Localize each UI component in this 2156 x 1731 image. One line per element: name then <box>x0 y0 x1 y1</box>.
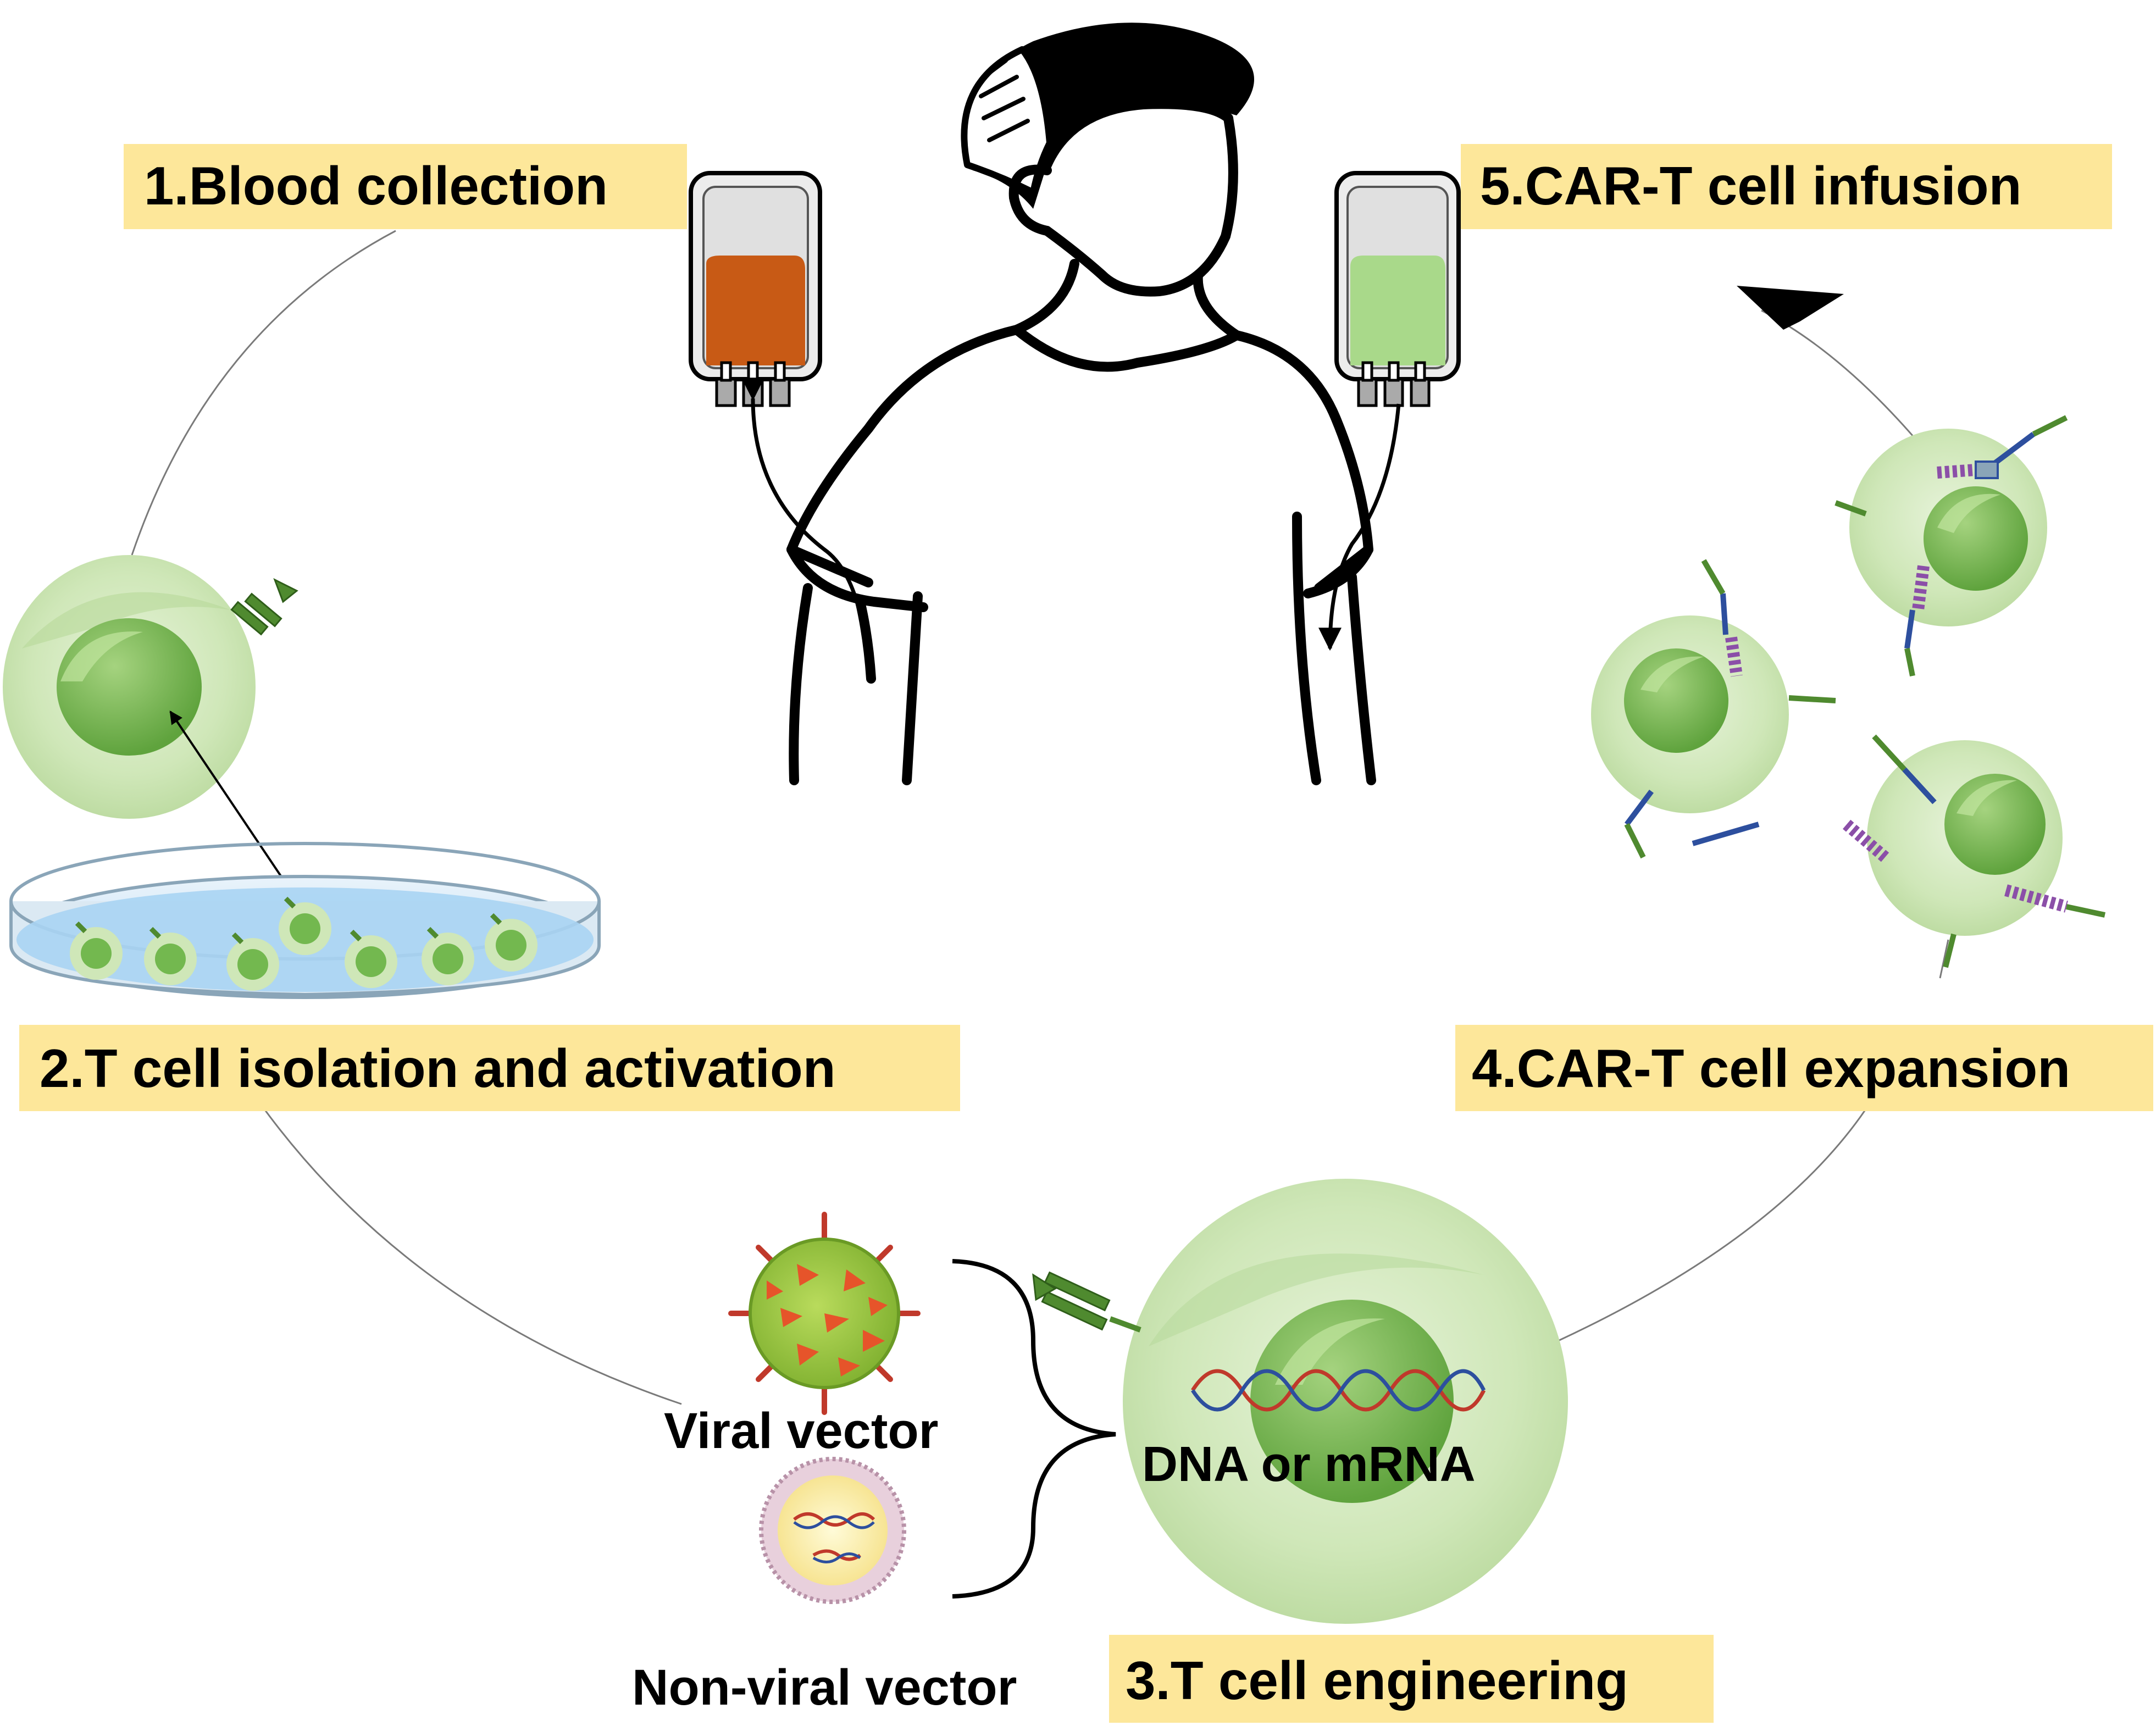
blood-collection-bag <box>689 171 871 676</box>
blood-fill <box>706 256 805 365</box>
step-5-label: 5.CAR-T cell infusion <box>1461 144 2112 229</box>
svg-text:4.CAR-T cell expansion: 4.CAR-T cell expansion <box>1472 1038 2070 1098</box>
svg-text:5.CAR-T cell infusion: 5.CAR-T cell infusion <box>1480 156 2022 216</box>
infusion-arrowhead <box>1737 286 1844 330</box>
car-receptor-icon <box>1032 1271 1141 1333</box>
car-t-tube <box>1318 403 1401 651</box>
car-receptor-icon <box>1834 415 2068 676</box>
car-t-cell-top <box>1834 415 2068 676</box>
tcr-receptor-icon <box>230 578 298 636</box>
bag-ports-right <box>1357 361 1431 407</box>
activated-t-cell <box>3 555 298 880</box>
patient-left-inner-arm <box>855 597 876 684</box>
patient-right-sleeve <box>1303 545 1373 598</box>
dna-or-mrna-label: DNA or mRNA <box>1142 1437 1476 1492</box>
process-cycle-connector <box>131 230 1949 1405</box>
patient-head <box>1042 99 1238 297</box>
car-receptor-icon <box>1624 559 1836 859</box>
blood-tube <box>741 378 871 676</box>
patient-neck-right <box>1193 270 1241 340</box>
car-t-fill <box>1350 256 1445 365</box>
patient-left-arm <box>789 583 813 785</box>
vector-brace <box>952 1259 1116 1599</box>
patient-torso-right <box>1292 512 1321 785</box>
car-t-cell-middle <box>1591 559 1836 859</box>
patient-hair-lines <box>979 58 1030 142</box>
patient-shirt <box>786 325 1373 593</box>
engineered-t-cell <box>1032 1179 1568 1624</box>
non-viral-vector-label: Non-viral vector <box>632 1660 1017 1716</box>
connector-expansion-to-infusion <box>1761 309 1922 446</box>
dna-helix-icon <box>1191 1369 1486 1412</box>
petri-dish <box>9 842 601 999</box>
car-receptor-icon <box>1692 734 2106 968</box>
step-3-label: 3.T cell engineering <box>1109 1635 1714 1723</box>
svg-text:3.T cell engineering: 3.T cell engineering <box>1126 1650 1628 1711</box>
patient-silhouette <box>786 23 1376 785</box>
connector-step4-to-step5 <box>1939 939 1949 979</box>
svg-text:2.T cell isolation and activat: 2.T cell isolation and activation <box>40 1038 836 1098</box>
patient-left-sleeve <box>786 545 928 612</box>
step-2-label: 2.T cell isolation and activation <box>19 1025 960 1111</box>
connector-step2-to-step3 <box>241 1077 682 1405</box>
patient-neck <box>1012 259 1079 335</box>
svg-text:1.Blood collection: 1.Blood collection <box>144 156 608 216</box>
viral-vector-icon <box>728 1212 921 1415</box>
step-4-label: 4.CAR-T cell expansion <box>1455 1025 2153 1111</box>
patient-torso-left <box>902 591 923 785</box>
car-t-infusion-bag <box>1318 171 1461 651</box>
non-viral-vector-icon <box>759 1457 906 1604</box>
dish-t-cells <box>70 896 537 991</box>
car-t-cell-bottom <box>1692 734 2106 968</box>
patient-right-arm <box>1347 572 1376 785</box>
connector-step1-to-step2 <box>131 230 396 556</box>
step-1-label: 1.Blood collection <box>124 144 687 229</box>
viral-vector-label: Viral vector <box>664 1403 939 1459</box>
patient-ear <box>1008 164 1052 236</box>
